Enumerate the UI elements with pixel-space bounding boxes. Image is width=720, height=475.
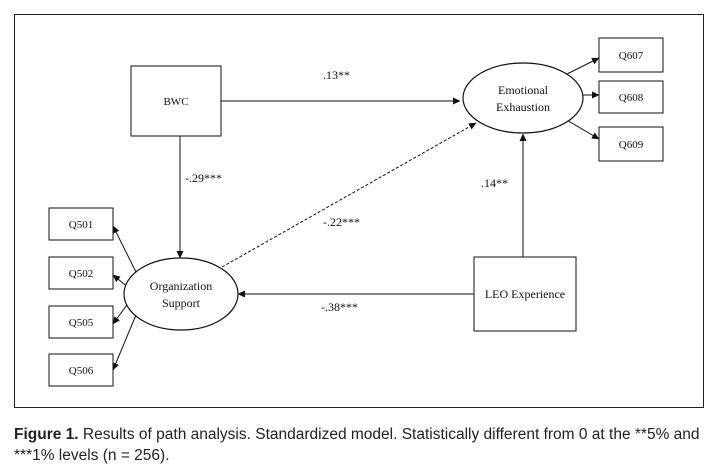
q506-label: Q506 — [69, 365, 94, 377]
path-ee-q607 — [564, 57, 600, 76]
q505-label: Q505 — [69, 317, 94, 329]
q501-label: Q501 — [69, 219, 93, 231]
org-support-node: Organization Support — [123, 257, 239, 331]
emotional-exhaustion-label-line2: Exhaustion — [496, 100, 550, 114]
q501-node: Q501 — [48, 207, 114, 241]
q609-node: Q609 — [598, 126, 664, 162]
coef-leo-org: -.38*** — [321, 300, 358, 314]
q506-node: Q506 — [48, 353, 114, 387]
q608-label: Q608 — [619, 92, 644, 104]
q607-label: Q607 — [619, 50, 644, 62]
q607-node: Q607 — [598, 37, 664, 73]
path-diagram: BWC Organization Support Emotional Exhau… — [48, 37, 664, 387]
bwc-node: BWC — [130, 65, 222, 137]
path-ee-q609 — [564, 118, 600, 140]
org-support-label-line1: Organization — [150, 279, 212, 293]
coef-org-ee: -.22*** — [323, 215, 360, 229]
path-org-ee — [221, 122, 477, 268]
figure-label: Figure 1. — [14, 426, 79, 443]
q505-node: Q505 — [48, 305, 114, 339]
emotional-exhaustion-node: Emotional Exhaustion — [462, 62, 584, 134]
figure-caption: Figure 1. Results of path analysis. Stan… — [14, 424, 710, 466]
leo-experience-label: LEO Experience — [485, 287, 565, 301]
figure-caption-text: Results of path analysis. Standardized m… — [14, 426, 700, 464]
bwc-label: BWC — [163, 96, 188, 108]
q608-node: Q608 — [598, 80, 664, 114]
coef-bwc-org: -.29*** — [185, 171, 222, 185]
q502-node: Q502 — [48, 256, 114, 290]
org-support-label-line2: Support — [162, 296, 201, 310]
path-diagram-frame: BWC Organization Support Emotional Exhau… — [14, 14, 704, 408]
coef-bwc-ee: .13** — [323, 68, 350, 82]
coef-leo-ee: .14** — [481, 176, 508, 190]
emotional-exhaustion-label-line1: Emotional — [498, 83, 549, 97]
q609-label: Q609 — [619, 139, 644, 151]
path-org-q506 — [112, 314, 137, 371]
leo-experience-node: LEO Experience — [473, 256, 577, 332]
q502-label: Q502 — [69, 268, 93, 280]
path-org-q501 — [112, 225, 137, 273]
